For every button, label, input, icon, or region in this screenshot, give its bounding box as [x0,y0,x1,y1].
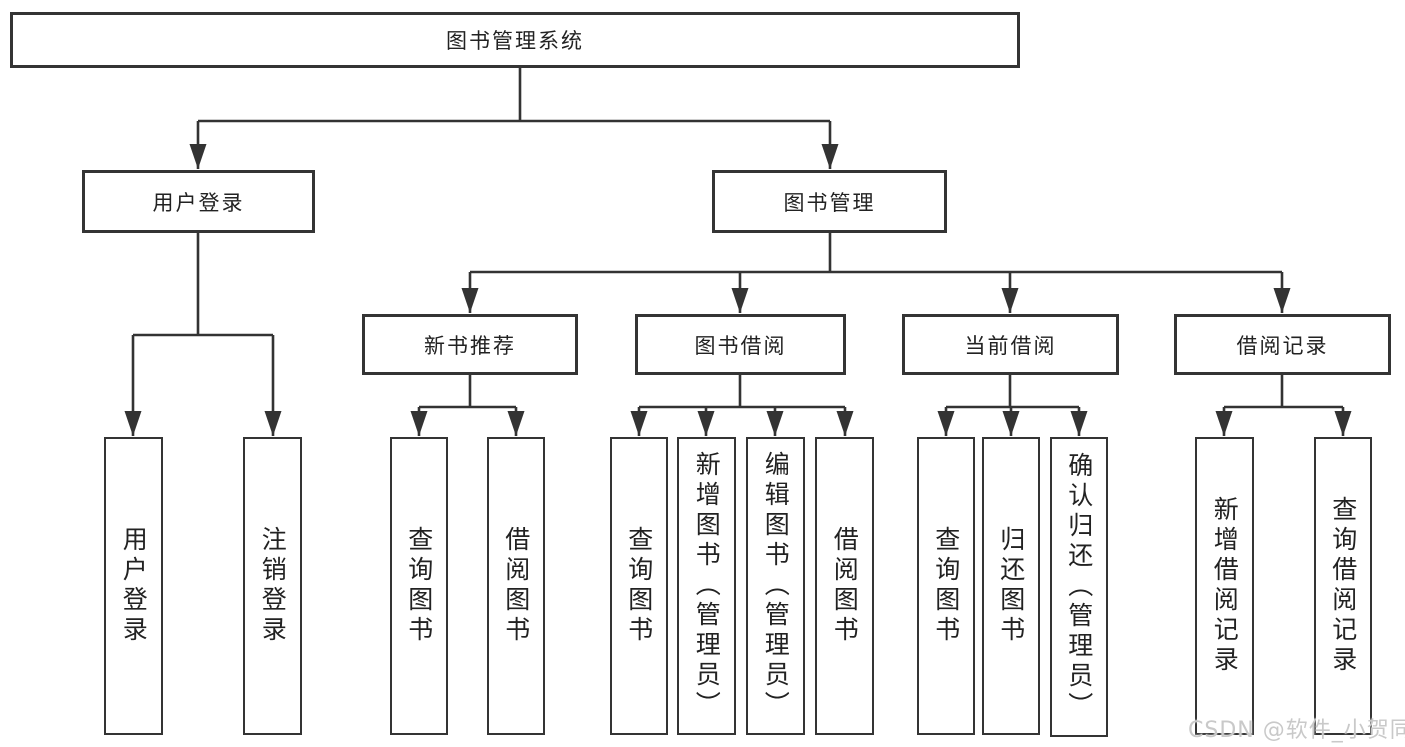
node-label: 确认归还（管理员） [1064,452,1094,722]
leaf-user-login: 用户登录 [104,437,163,735]
leaf-newbook-borrow-books: 借阅图书 [487,437,545,735]
node-label: 查询图书 [931,526,961,646]
node-book-management: 图书管理 [712,170,947,233]
connector-book-management-children [461,233,1291,313]
node-label: 图书借阅 [694,333,787,358]
node-label: 查询图书 [404,526,434,646]
node-library-system: 图书管理系统 [10,12,1020,68]
csdn-watermark: CSDN @软件_小贺同学 [1188,718,1405,743]
connector-current-borrowing-children [937,375,1088,436]
node-label: 新增借阅记录 [1210,496,1240,676]
leaf-current-confirm-return-admin: 确认归还（管理员） [1050,437,1108,737]
node-label: 借阅图书 [501,526,531,646]
node-label: 注销登录 [258,526,288,646]
node-label: 借阅图书 [830,526,860,646]
node-label: 借阅记录 [1236,333,1329,358]
node-label: 新增图书（管理员） [692,451,722,721]
leaf-logout: 注销登录 [243,437,302,735]
node-label: 编辑图书（管理员） [761,451,791,721]
leaf-newbook-query-books: 查询图书 [390,437,448,735]
node-book-borrowing: 图书借阅 [635,314,846,375]
node-label: 当前借阅 [964,333,1057,358]
node-label: 用户登录 [152,190,245,215]
connector-new-book-children [410,375,525,436]
leaf-records-query-record: 查询借阅记录 [1314,437,1372,735]
leaf-records-add-record: 新增借阅记录 [1195,437,1254,735]
connector-root-to-level2 [189,68,839,169]
leaf-borrowing-borrow-books: 借阅图书 [815,437,874,735]
leaf-current-query-books: 查询图书 [917,437,975,735]
leaf-current-return-books: 归还图书 [982,437,1040,735]
node-borrowing-records: 借阅记录 [1174,314,1391,375]
connector-borrowing-records-children [1215,375,1352,436]
node-label: 查询借阅记录 [1328,496,1358,676]
node-label: 用户登录 [119,526,149,646]
node-label: 图书管理 [783,190,876,215]
node-label: 图书管理系统 [446,29,584,53]
node-label: 查询图书 [624,526,654,646]
node-label: 归还图书 [996,526,1026,646]
connector-user-login-children [124,233,282,436]
connector-book-borrowing-children [630,375,854,436]
leaf-borrowing-edit-book-admin: 编辑图书（管理员） [746,437,805,735]
node-current-borrowing: 当前借阅 [902,314,1119,375]
leaf-borrowing-query-books: 查询图书 [610,437,668,735]
node-label: 新书推荐 [424,333,516,358]
node-new-book-recommendation: 新书推荐 [362,314,578,375]
node-user-login: 用户登录 [82,170,315,233]
leaf-borrowing-add-book-admin: 新增图书（管理员） [677,437,736,735]
